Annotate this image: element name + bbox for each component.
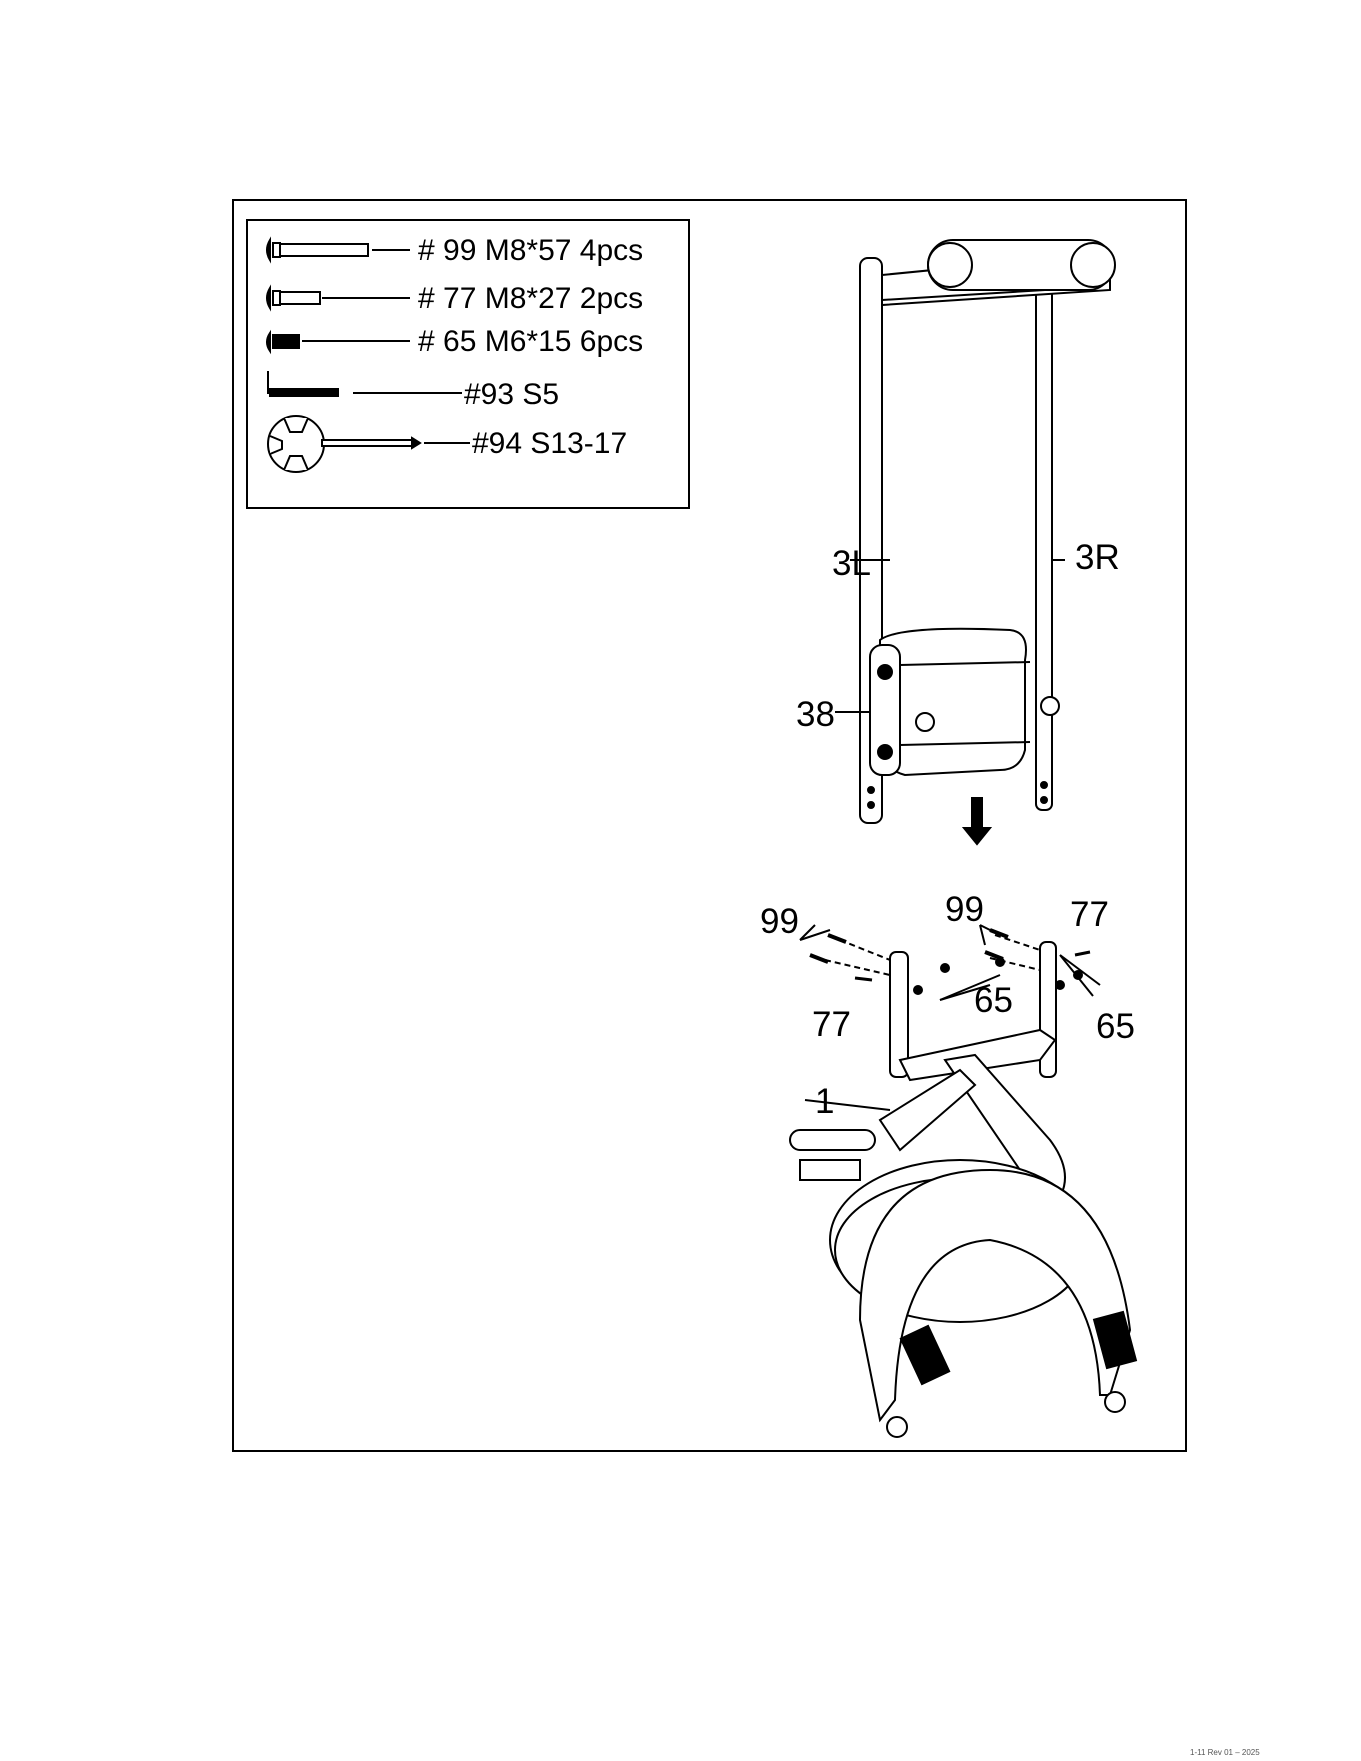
- callout-77-right: 77: [1070, 897, 1109, 932]
- bolt-65-icon: [267, 333, 410, 351]
- page-footer: 1-11 Rev 01 – 2025: [1190, 1748, 1260, 1757]
- hardware-label-93: #93 S5: [464, 380, 559, 410]
- callout-99-right: 99: [945, 892, 984, 927]
- callout-65-center: 65: [974, 983, 1013, 1018]
- hardware-label-77: # 77 M8*27 2pcs: [418, 284, 643, 314]
- callout-99-left: 99: [760, 904, 799, 939]
- bolt-99-icon: [267, 240, 410, 260]
- allen-key-93-icon: [268, 371, 462, 396]
- callout-3r: 3R: [1075, 540, 1120, 575]
- bolt-77-icon: [267, 288, 410, 308]
- callout-3l: 3L: [832, 546, 871, 581]
- callout-65-right: 65: [1096, 1009, 1135, 1044]
- down-arrow-icon: [964, 798, 990, 844]
- hardware-label-94: #94 S13-17: [472, 429, 627, 459]
- hardware-label-99: # 99 M8*57 4pcs: [418, 236, 643, 266]
- callout-38: 38: [796, 697, 835, 732]
- wrench-94-icon: [268, 416, 470, 472]
- upright-frame-drawing: [835, 240, 1115, 823]
- base-assembly-drawing: [790, 925, 1136, 1437]
- callout-1: 1: [815, 1084, 834, 1119]
- hardware-label-65: # 65 M6*15 6pcs: [418, 327, 643, 357]
- callout-77-left: 77: [812, 1007, 851, 1042]
